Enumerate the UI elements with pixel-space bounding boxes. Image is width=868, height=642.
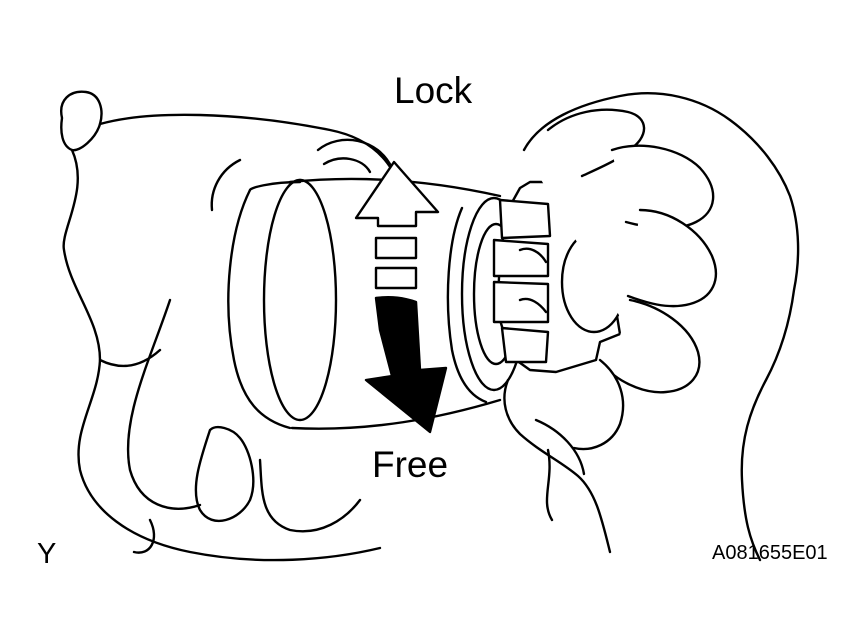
lock-direction-label: Lock [394, 70, 473, 111]
figure-code-label: A081655E01 [712, 542, 828, 564]
free-direction-label: Free [372, 444, 449, 485]
view-letter-label: Y [37, 538, 57, 570]
hollow-up-arrow-icon [354, 160, 440, 290]
hand-right [503, 92, 800, 562]
pinion-gear [492, 180, 630, 374]
solid-down-arrow-icon [364, 296, 448, 434]
starter-housing [60, 90, 394, 562]
